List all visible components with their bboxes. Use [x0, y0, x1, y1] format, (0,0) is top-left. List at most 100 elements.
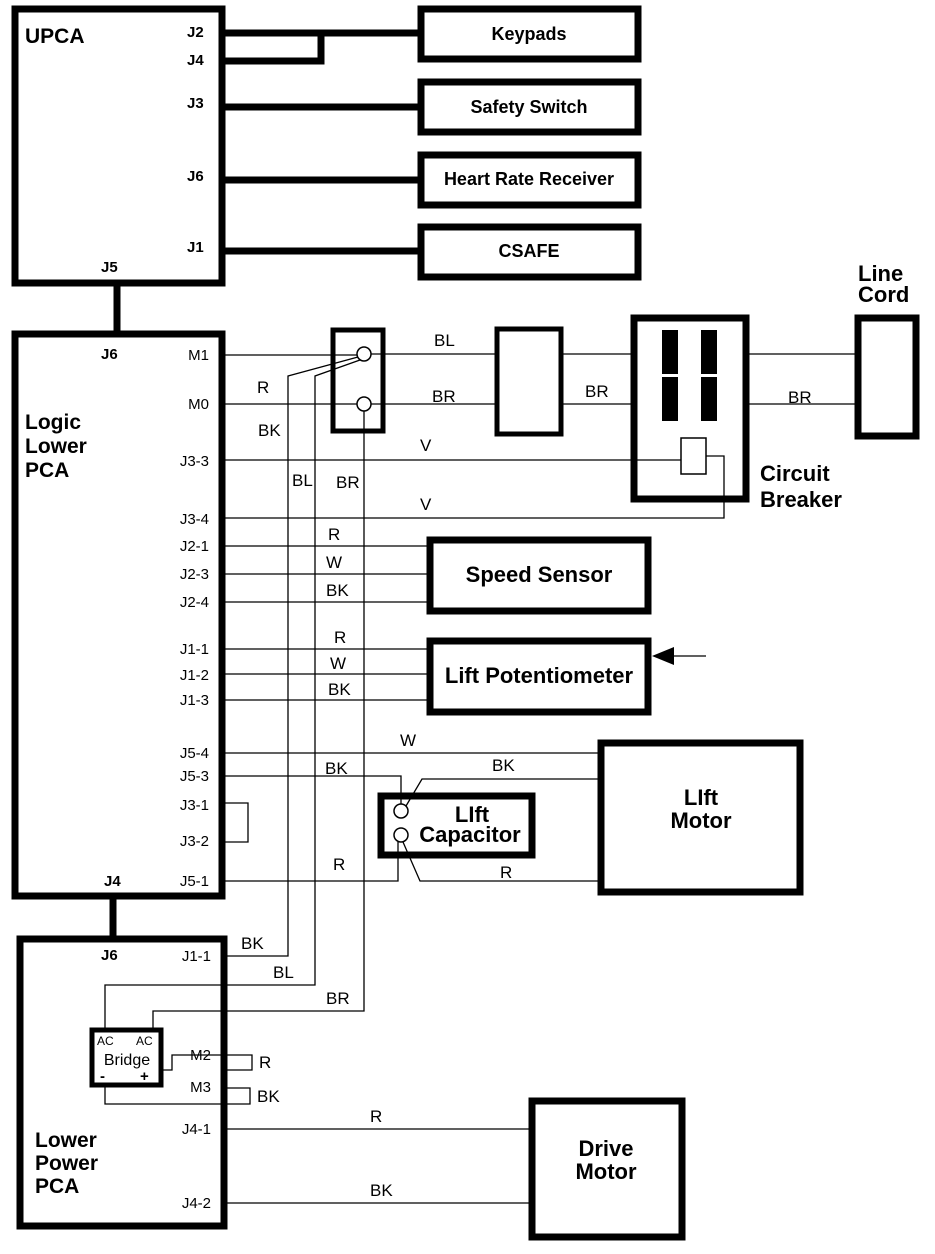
- wire-label-br-2: BR: [585, 382, 609, 401]
- llp-j3-1-label: J3-1: [180, 797, 209, 814]
- upca-cables: [113, 29, 421, 334]
- keypads-label: Keypads: [491, 24, 566, 44]
- wire-label-w-j2: W: [326, 553, 342, 572]
- wire-label-r-m0: R: [257, 378, 269, 397]
- circuit-breaker: Circuit Breaker: [630, 314, 842, 512]
- lower-power-title-2: Power: [35, 1152, 98, 1175]
- wire-bl-drop: [104, 359, 361, 1028]
- wire-j3-4-v: [222, 455, 725, 519]
- llp-j5-1-label: J5-1: [180, 873, 209, 890]
- lift-motor-label-2: Motor: [670, 808, 732, 833]
- lower-power-box: [16, 935, 228, 1230]
- wire-label-bk-m3: BK: [257, 1087, 280, 1106]
- lift-capacitor-box: [377, 792, 536, 859]
- llp-j1-2-label: J1-2: [180, 667, 209, 684]
- wire-color-labels: BL BR BR BR R BK V BL BR V R W BK R W BK…: [241, 331, 812, 1200]
- lower-power-pca: J6 J1-1 M2 M3 J4-1 J4-2 Lower Power PCA: [16, 935, 228, 1230]
- line-cord-label-1: Line: [858, 261, 903, 286]
- lower-power-title-1: Lower: [35, 1129, 97, 1152]
- csafe: CSAFE: [417, 223, 642, 281]
- speed-sensor-box: [426, 536, 652, 615]
- upca-board: UPCA J2 J4 J3 J6 J1 J5: [11, 5, 226, 287]
- wire-bk-drop: [222, 356, 359, 957]
- line-cord-label-2: Cord: [858, 282, 909, 307]
- wire-j5-3: [222, 775, 402, 804]
- wire-label-bk-drive: BK: [370, 1181, 393, 1200]
- llp-j3-3-label: J3-3: [180, 453, 209, 470]
- wire-label-bl-drop: BL: [292, 471, 313, 490]
- lift-capacitor-label-2: Capacitor: [419, 822, 521, 847]
- wire-label-bk-j2: BK: [326, 581, 349, 600]
- wire-label-bk-m0: BK: [258, 421, 281, 440]
- wire-label-br-1: BR: [432, 387, 456, 406]
- bridge-label: Bridge: [104, 1052, 150, 1069]
- llp-j6-label: J6: [101, 346, 118, 363]
- circuit-breaker-box: [630, 314, 750, 503]
- safety-switch: Safety Switch: [417, 78, 642, 136]
- lift-motor-box: [597, 739, 804, 896]
- llp-j5-3-label: J5-3: [180, 768, 209, 785]
- drive-motor: Drive Motor: [528, 1097, 686, 1241]
- circuit-breaker-label-2: Breaker: [760, 487, 842, 512]
- bridge-plus-label: +: [140, 1068, 149, 1085]
- lift-motor-label-1: LIft: [684, 785, 719, 810]
- wire-label-bl-lpp: BL: [273, 963, 294, 982]
- wire-label-r-j2: R: [328, 525, 340, 544]
- lift-potentiometer-label: Lift Potentiometer: [445, 663, 634, 688]
- bridge-ac-label-2: AC: [136, 1034, 153, 1048]
- wire-label-bk-motor: BK: [492, 756, 515, 775]
- breaker-contact-1b: [662, 377, 678, 421]
- drive-motor-label-2: Motor: [575, 1159, 637, 1184]
- wire-label-br-lpp: BR: [326, 989, 350, 1008]
- capacitor-terminal-2: [393, 827, 409, 843]
- filter-box: [494, 326, 564, 437]
- llp-m1-label: M1: [188, 347, 209, 364]
- llp-j5-4-label: J5-4: [180, 745, 209, 762]
- wire-label-v-2: V: [420, 495, 432, 514]
- lift-capacitor-label-1: LIft: [455, 802, 490, 827]
- llp-j1-1-label: J1-1: [180, 641, 209, 658]
- csafe-label: CSAFE: [498, 241, 559, 261]
- terminal-m0: [356, 396, 372, 412]
- safety-switch-label: Safety Switch: [470, 97, 587, 117]
- logic-lower-title-2: Lower: [25, 435, 87, 458]
- upca-j4-label: J4: [187, 52, 204, 69]
- wire-label-r-m2: R: [259, 1053, 271, 1072]
- wire-label-bk-j5: BK: [325, 759, 348, 778]
- heart-rate-receiver: Heart Rate Receiver: [417, 151, 642, 209]
- wire-label-bk-lpp: BK: [241, 934, 264, 953]
- wire-label-r-j1: R: [334, 628, 346, 647]
- llp-m0-label: M0: [188, 396, 209, 413]
- terminal-block-box: [330, 327, 386, 434]
- wire-label-bk-j1: BK: [328, 680, 351, 699]
- lift-capacitor: LIft Capacitor: [377, 792, 536, 859]
- bridge-box: [89, 1027, 164, 1088]
- lpp-j4-2-label: J4-2: [182, 1195, 211, 1212]
- breaker-contact-2a: [701, 330, 717, 374]
- logic-lower-title-1: Logic: [25, 411, 81, 434]
- wire-br-drop: [152, 411, 365, 1028]
- upca-j2-label: J2: [187, 24, 204, 41]
- wire-label-br-drop: BR: [336, 473, 360, 492]
- wire-label-r-motor: R: [500, 863, 512, 882]
- keypads: Keypads: [417, 5, 642, 63]
- upca-j3-label: J3: [187, 95, 204, 112]
- cable-j4-keypads: [222, 33, 325, 65]
- line-cord: Line Cord: [854, 261, 920, 440]
- wire-j5-1: [222, 842, 399, 882]
- lift-potentiometer: Lift Potentiometer: [222, 637, 706, 716]
- bridge-rectifier: AC AC Bridge - +: [89, 1027, 164, 1088]
- wire-label-r-j5: R: [333, 855, 345, 874]
- lift-potentiometer-box: [426, 637, 652, 716]
- terminal-m1: [356, 346, 372, 362]
- lpp-j6-label: J6: [101, 947, 118, 964]
- bridge-ac-label-1: AC: [97, 1034, 114, 1048]
- capacitor-terminal-1: [393, 803, 409, 819]
- breaker-trip-switch: [680, 437, 707, 475]
- speed-sensor-label: Speed Sensor: [466, 562, 613, 587]
- lift-motor: LIft Motor: [597, 739, 804, 896]
- logic-lower-pca: Logic Lower PCA J6 M1 M0 J3-3 J3-4 J2-1 …: [11, 330, 226, 900]
- bridge-minus-label: -: [100, 1068, 105, 1085]
- lpp-j4-1-label: J4-1: [182, 1121, 211, 1138]
- wire-label-w-j1: W: [330, 654, 346, 673]
